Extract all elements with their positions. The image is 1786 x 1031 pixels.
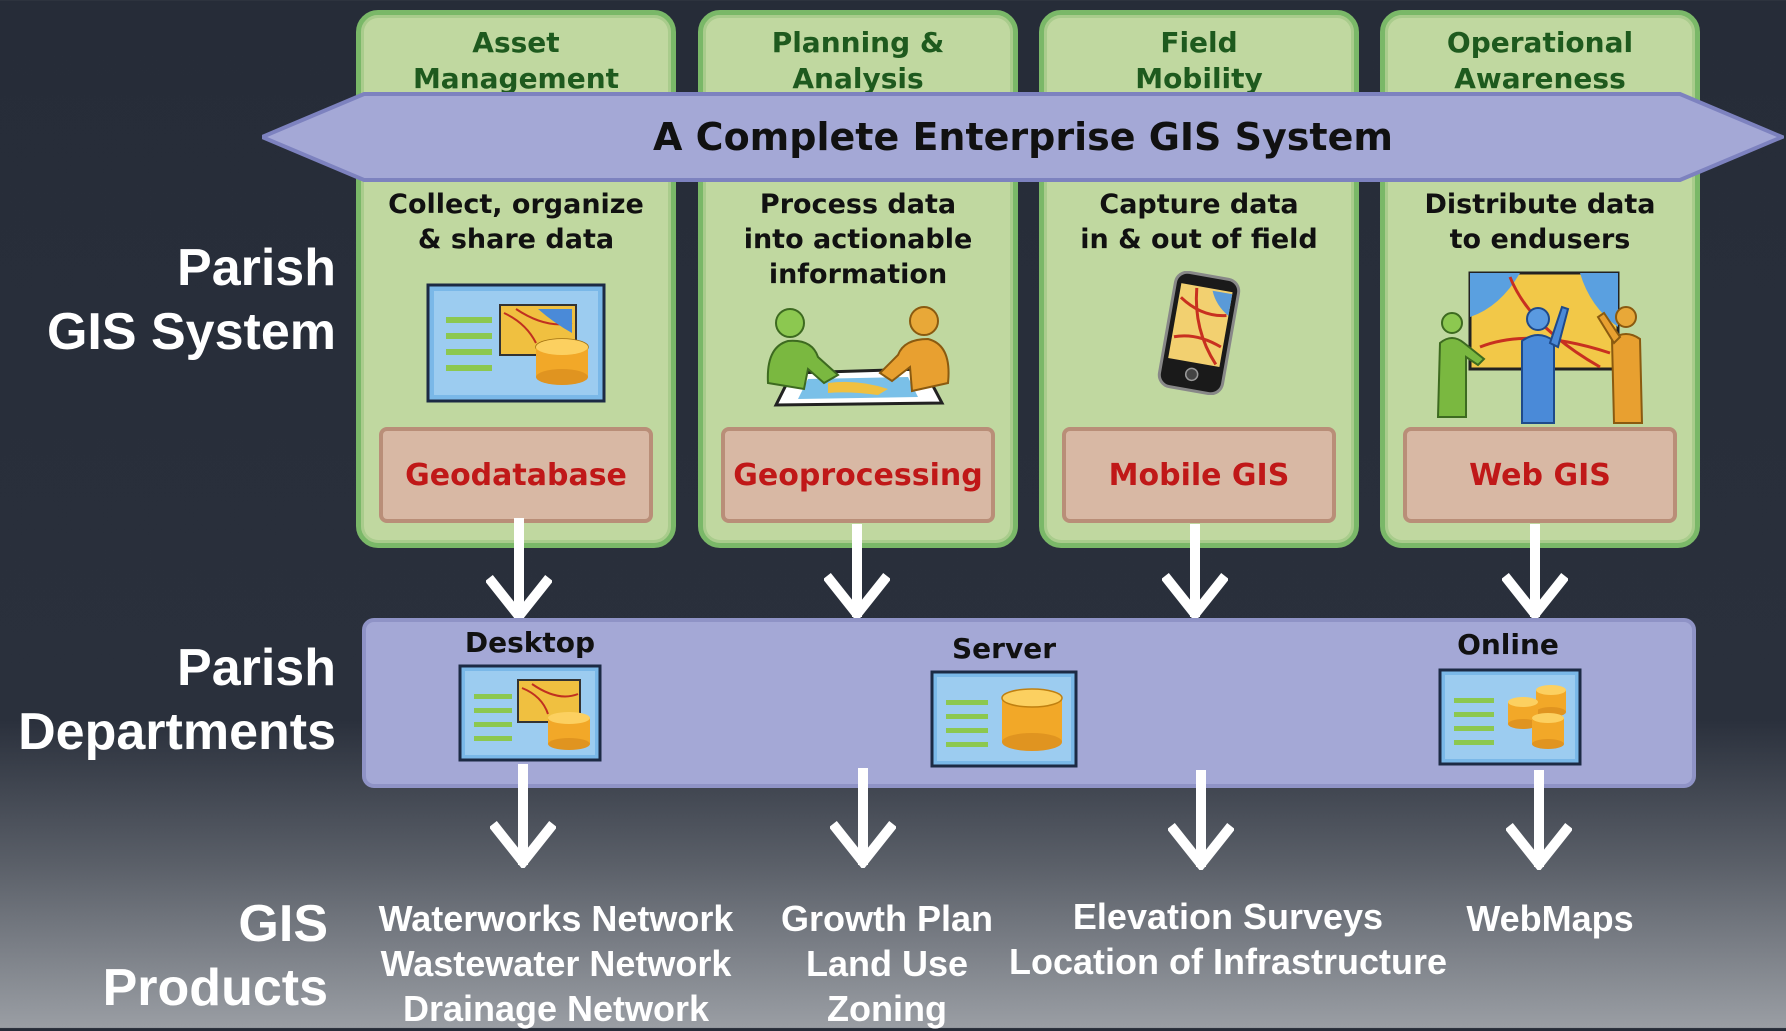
down-arrow-icon	[824, 524, 890, 620]
row-label-system-line2: GIS System	[46, 303, 336, 361]
geodatabase-map-icon	[426, 283, 606, 407]
column-heading-line: Operational	[1446, 26, 1634, 59]
column-description-line: & share data	[417, 224, 615, 255]
product-item: Elevation Surveys	[1072, 896, 1384, 937]
column-description-line: into actionable	[743, 224, 973, 255]
product-item: Growth Plan	[780, 898, 993, 939]
column-description-line: in & out of field	[1080, 224, 1318, 255]
platform-label-server: Server	[951, 632, 1056, 665]
product-item: Location of Infrastructure	[1008, 941, 1448, 982]
column-heading-line: Field	[1160, 26, 1238, 59]
row-label-departments: Parish Departments	[0, 636, 336, 764]
column-heading: Asset Management	[361, 25, 671, 97]
product-group-survey: Elevation Surveys Location of Infrastruc…	[992, 894, 1464, 984]
column-heading-line: Analysis	[792, 62, 924, 95]
online-database-stack-icon	[1438, 668, 1582, 770]
column-heading: Operational Awareness	[1385, 25, 1695, 97]
column-field-mobility: Field Mobility Capture data in & out of …	[1039, 10, 1359, 548]
platform-label-online: Online	[1457, 628, 1559, 661]
down-arrow-icon	[486, 518, 552, 622]
row-label-departments-line1: Parish	[177, 639, 336, 697]
platform-label-desktop: Desktop	[464, 626, 596, 659]
row-label-products-line2: Products	[102, 959, 328, 1017]
column-description-line: Capture data	[1099, 189, 1299, 220]
product-group-web: WebMaps	[1440, 896, 1660, 941]
down-arrow-icon	[1162, 524, 1228, 620]
product-group-planning: Growth Plan Land Use Zoning	[762, 896, 1012, 1031]
tech-label: Web GIS	[1469, 457, 1611, 493]
banner-title: A Complete Enterprise GIS System	[653, 115, 1393, 159]
row-label-departments-line2: Departments	[18, 703, 336, 761]
down-arrow-icon	[1506, 770, 1572, 870]
down-arrow-icon	[490, 764, 556, 868]
row-label-system: Parish GIS System	[20, 236, 336, 364]
tech-label: Geodatabase	[405, 457, 627, 493]
product-group-water: Waterworks Network Wastewater Network Dr…	[356, 896, 756, 1031]
product-item: Waterworks Network	[378, 898, 734, 939]
tech-label: Geoprocessing	[733, 457, 983, 493]
column-planning-analysis: Planning & Analysis Process data into ac…	[698, 10, 1018, 548]
desktop-map-database-icon	[458, 664, 602, 766]
product-item: Wastewater Network	[380, 943, 732, 984]
column-description-line: Process data	[759, 189, 957, 220]
column-description-line: Distribute data	[1424, 189, 1656, 220]
row-label-products: GIS Products	[20, 892, 328, 1020]
column-asset-management: Asset Management Collect, organize & sha…	[356, 10, 676, 548]
people-reviewing-map-icon	[758, 299, 958, 413]
down-arrow-icon	[1168, 770, 1234, 870]
column-description: Distribute data to endusers	[1385, 187, 1695, 257]
product-item: WebMaps	[1466, 898, 1634, 939]
column-description-line: to endusers	[1449, 224, 1631, 255]
column-heading-line: Planning &	[771, 26, 945, 59]
column-description-line: Collect, organize	[388, 189, 644, 220]
tech-box-geodatabase: Geodatabase	[379, 427, 653, 523]
row-label-products-line1: GIS	[238, 895, 328, 953]
product-item: Zoning	[827, 988, 947, 1029]
column-heading-line: Management	[412, 62, 620, 95]
product-item: Land Use	[805, 943, 969, 984]
people-presenting-map-icon	[1430, 267, 1650, 431]
enterprise-banner-arrow	[262, 92, 1784, 182]
column-heading-line: Mobility	[1135, 62, 1263, 95]
product-item: Drainage Network	[402, 988, 710, 1029]
tech-label: Mobile GIS	[1108, 457, 1290, 493]
column-heading: Field Mobility	[1044, 25, 1354, 97]
column-operational-awareness: Operational Awareness Distribute data to…	[1380, 10, 1700, 548]
column-description: Process data into actionable information	[703, 187, 1013, 292]
column-heading-line: Asset	[472, 26, 560, 59]
smartphone-map-icon	[1149, 270, 1249, 399]
tech-box-mobile-gis: Mobile GIS	[1062, 427, 1336, 523]
down-arrow-icon	[830, 768, 896, 868]
tech-box-web-gis: Web GIS	[1403, 427, 1677, 523]
server-database-icon	[930, 670, 1078, 772]
column-heading: Planning & Analysis	[703, 25, 1013, 97]
column-description-line: information	[768, 259, 948, 290]
row-label-system-line1: Parish	[177, 239, 336, 297]
column-description: Capture data in & out of field	[1044, 187, 1354, 257]
column-heading-line: Awareness	[1454, 62, 1626, 95]
tech-box-geoprocessing: Geoprocessing	[721, 427, 995, 523]
column-description: Collect, organize & share data	[361, 187, 671, 257]
down-arrow-icon	[1502, 524, 1568, 620]
